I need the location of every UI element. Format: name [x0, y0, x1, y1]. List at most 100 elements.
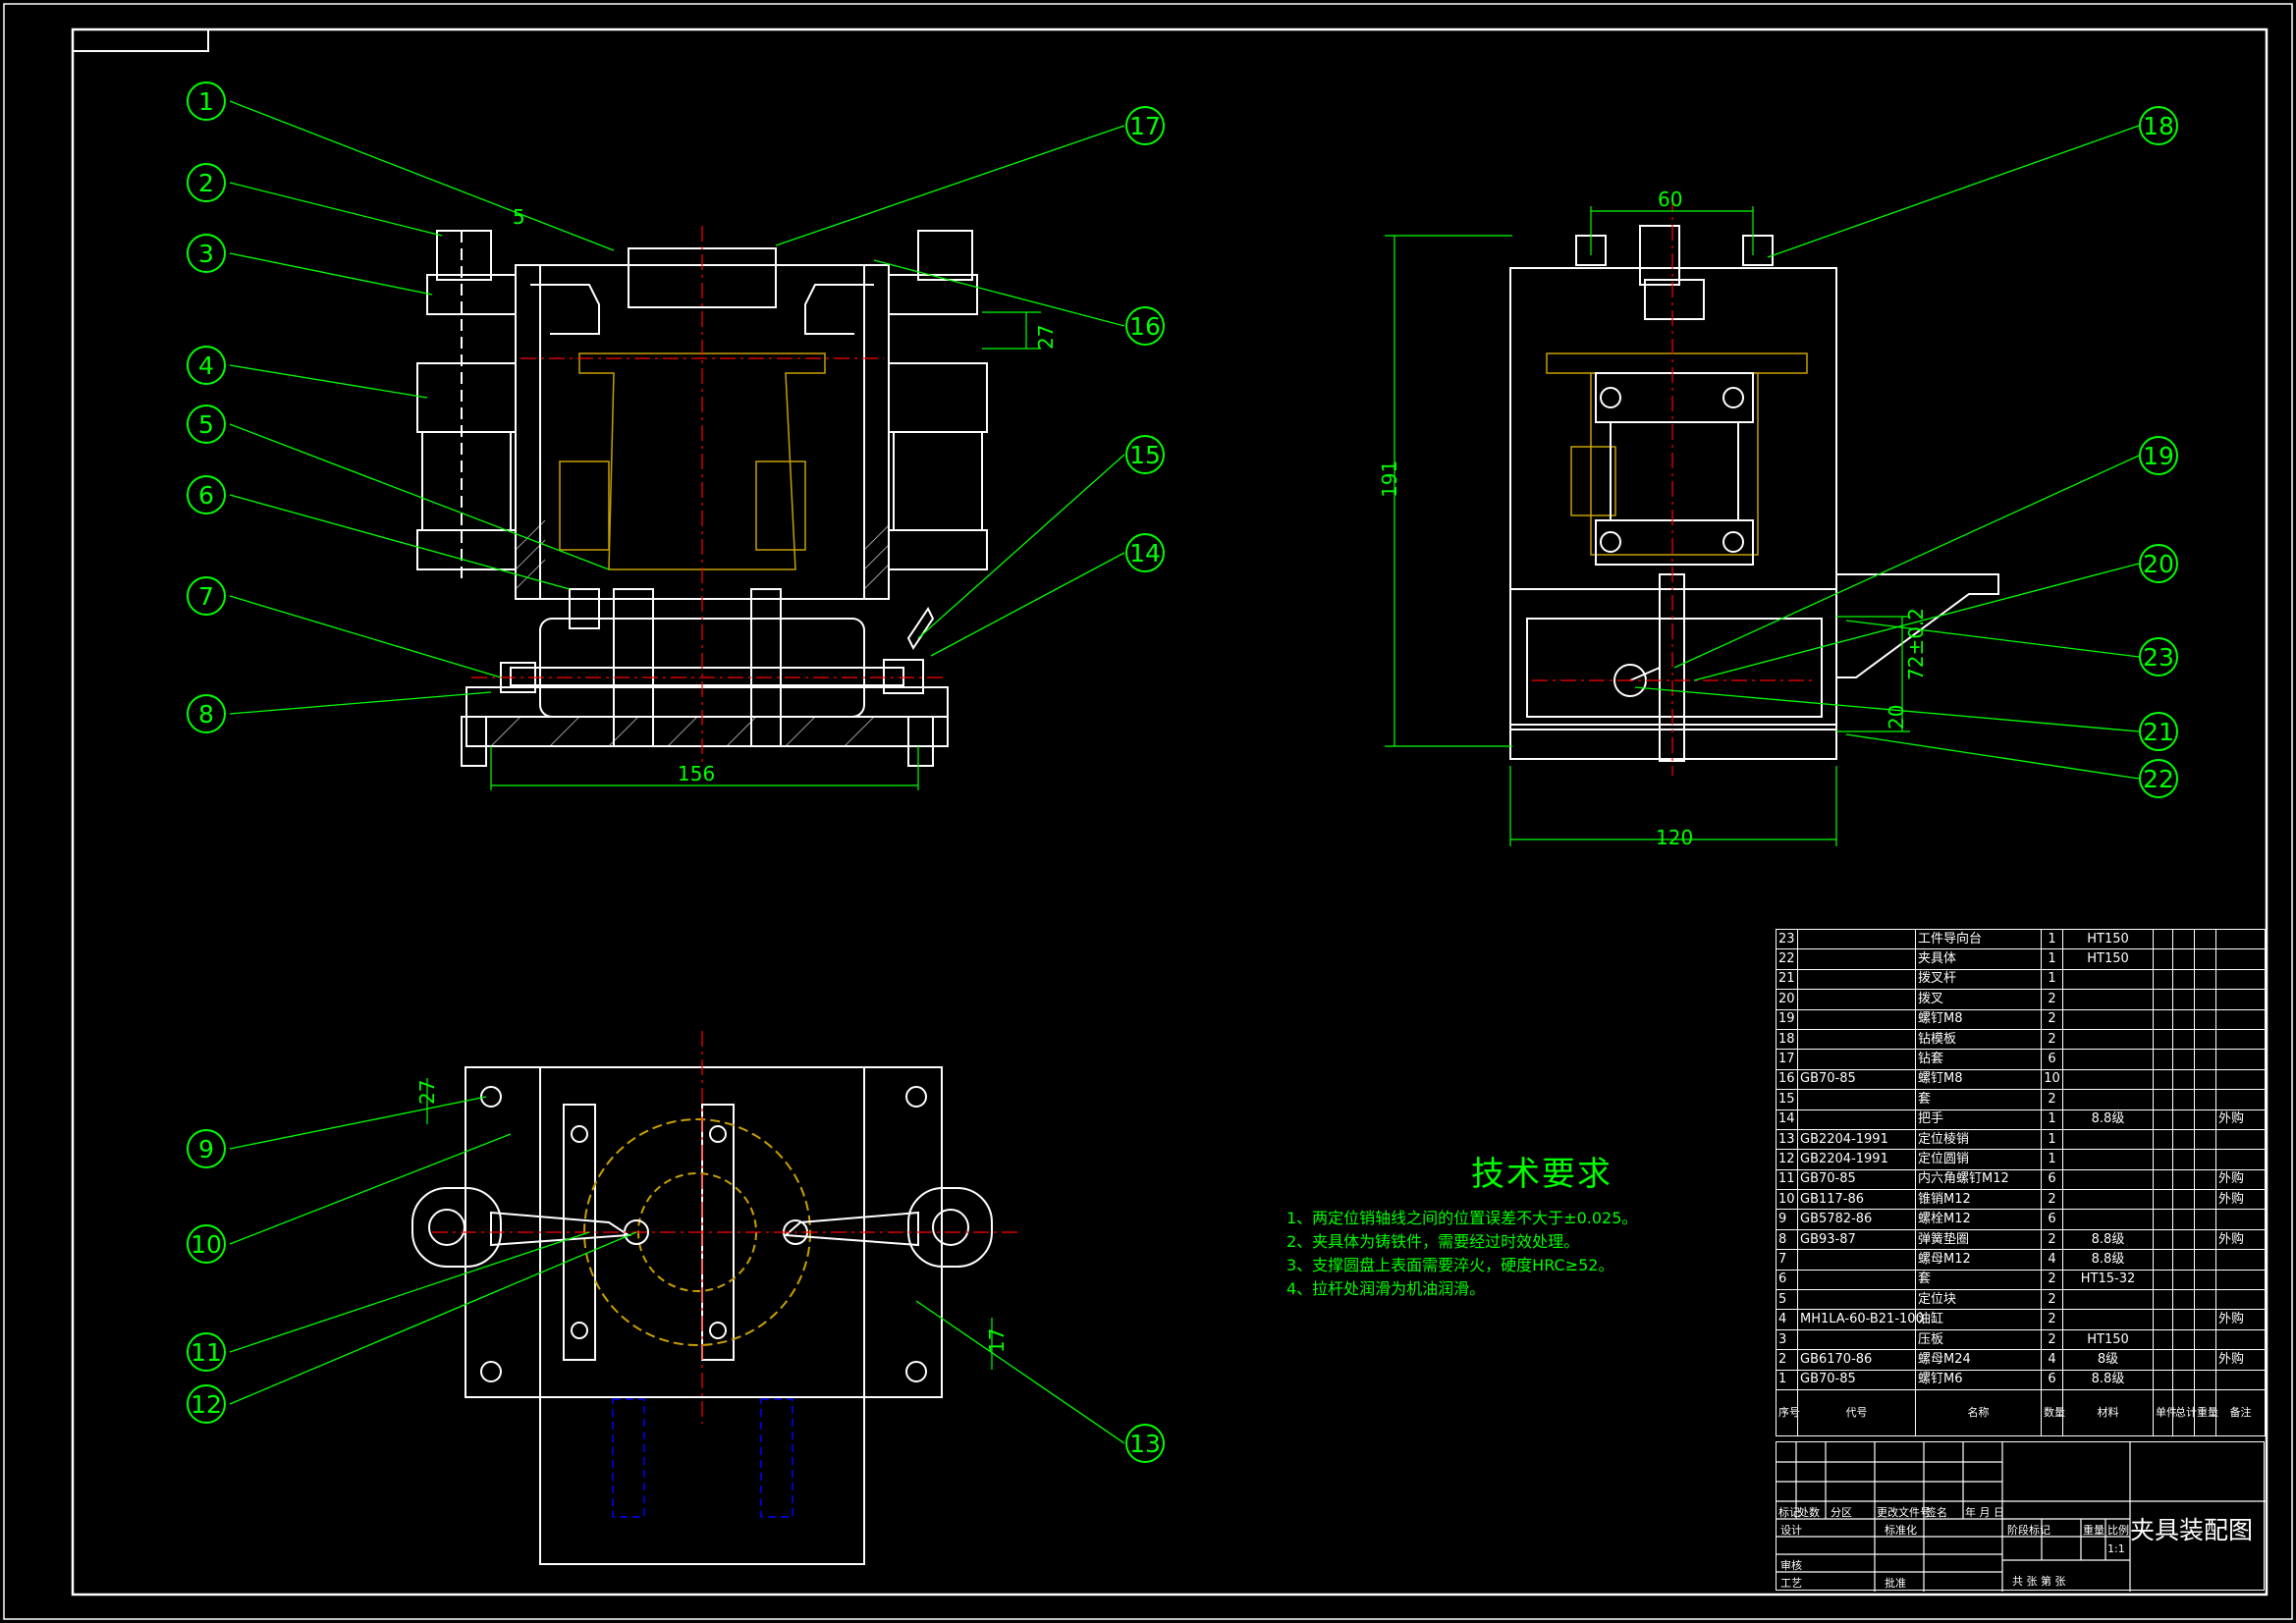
dimension-texts: 156 27 5 60 191 120 72±0.2 20 27 17 — [415, 188, 1928, 1353]
side-view-cylinder — [1595, 372, 1754, 566]
tb-craft: 工艺 — [1780, 1577, 1802, 1590]
bom-cell-empty — [2172, 1049, 2195, 1070]
tech-line-2: 2、夹具体为铸铁件，需要经过时效处理。 — [1286, 1232, 1580, 1251]
bom-cell-note — [2215, 1209, 2266, 1230]
bom-cell-qty: 6 — [2041, 1369, 2063, 1390]
bom-cell-note — [2215, 1249, 2266, 1271]
bom-header-single: 单件 — [2153, 1388, 2177, 1436]
bom-cell-empty — [2172, 1068, 2195, 1091]
bom-cell-mat — [2062, 1008, 2154, 1030]
tb-scale: 比例 — [2107, 1524, 2129, 1537]
bom-cell-note — [2215, 1149, 2266, 1170]
bom-cell-empty — [2194, 1189, 2216, 1211]
tb-scale-value: 1:1 — [2107, 1542, 2125, 1555]
bom-cell-no: 18 — [1776, 1028, 1798, 1051]
bom-cell-mat: 8级 — [2062, 1349, 2154, 1371]
bom-header-qty: 数量 — [2041, 1388, 2065, 1436]
tech-line-3: 3、支撑圆盘上表面需要淬火，硬度HRC≥52。 — [1286, 1256, 1614, 1274]
bom-cell-code: GB2204-1991 — [1797, 1149, 1916, 1170]
tb-weight: 重量 — [2083, 1524, 2105, 1537]
bom-cell-empty — [2194, 1049, 2216, 1070]
bom-cell-code — [1797, 989, 1916, 1010]
balloon-13: 13 — [1129, 1430, 1161, 1458]
balloon-12: 12 — [191, 1390, 222, 1419]
dim-27-front: 27 — [1034, 325, 1058, 350]
bom-cell-name: 螺钉M8 — [1915, 1068, 2042, 1091]
front-view-hatch — [490, 519, 890, 747]
bom-cell-empty — [2172, 1309, 2195, 1330]
bom-cell-empty — [2153, 968, 2173, 991]
bom-cell-name: 定位圆销 — [1915, 1149, 2042, 1170]
bom-cell-no: 8 — [1776, 1228, 1798, 1251]
bom-cell-name: 套 — [1915, 1089, 2042, 1110]
bom-cell-qty: 4 — [2041, 1349, 2063, 1371]
bom-cell-no: 16 — [1776, 1068, 1798, 1091]
bom-cell-qty: 1 — [2041, 948, 2063, 970]
bom-cell-mat — [2062, 1289, 2154, 1311]
bom-cell-name: 套 — [1915, 1269, 2042, 1291]
bom-cell-empty — [2172, 1128, 2195, 1151]
bom-cell-code: GB70-85 — [1797, 1369, 1916, 1390]
bom-cell-empty — [2172, 1369, 2195, 1390]
bom-cell-note — [2215, 989, 2266, 1010]
bom-cell-name: 螺钉M6 — [1915, 1369, 2042, 1390]
tb-stage: 阶段标记 — [2007, 1524, 2050, 1537]
bom-cell-empty — [2153, 948, 2173, 970]
bom-cell-empty — [2194, 1068, 2216, 1091]
tb-mark: 标记 — [1778, 1506, 1800, 1519]
dim-72: 72±0.2 — [1904, 608, 1928, 680]
bom-cell-empty — [2194, 1328, 2216, 1351]
dim-156: 156 — [678, 762, 715, 785]
bom-cell-mat: 8.8级 — [2062, 1228, 2154, 1251]
bom-cell-qty: 2 — [2041, 1028, 2063, 1051]
top-view-centerlines — [432, 1031, 1021, 1424]
balloon-3: 3 — [198, 240, 214, 268]
bom-cell-name: 钻模板 — [1915, 1028, 2042, 1051]
bom-cell-mat: HT150 — [2062, 1328, 2154, 1351]
bom-cell-no: 4 — [1776, 1309, 1798, 1330]
balloon-11: 11 — [191, 1338, 222, 1367]
bom-cell-note: 外购 — [2215, 1309, 2266, 1330]
bom-cell-no: 15 — [1776, 1089, 1798, 1110]
bom-cell-code — [1797, 1269, 1916, 1291]
bom-cell-empty — [2194, 1369, 2216, 1390]
bom-cell-empty — [2153, 1249, 2173, 1271]
bom-header-total: 总计 — [2172, 1388, 2197, 1436]
bom-cell-empty — [2153, 1028, 2173, 1051]
bom-cell-code — [1797, 948, 1916, 970]
bom-cell-note — [2215, 928, 2266, 950]
bom-cell-empty — [2153, 1349, 2173, 1371]
balloon-16: 16 — [1129, 312, 1161, 341]
bom-cell-name: 螺母M24 — [1915, 1349, 2042, 1371]
dim-120: 120 — [1656, 826, 1693, 849]
bom-cell-empty — [2153, 1289, 2173, 1311]
balloon-10: 10 — [191, 1230, 222, 1259]
front-view-centerlines — [471, 226, 943, 766]
balloon-4: 4 — [198, 352, 214, 380]
bom-cell-no: 11 — [1776, 1168, 1798, 1191]
bom-cell-code: MH1LA-60-B21-100 — [1797, 1309, 1924, 1330]
bom-cell-name: 螺栓M12 — [1915, 1209, 2042, 1230]
bom-cell-empty — [2172, 989, 2195, 1010]
bom-cell-code — [1797, 928, 1916, 950]
bom-cell-no: 10 — [1776, 1189, 1798, 1211]
bom-cell-mat: 8.8级 — [2062, 1249, 2154, 1271]
bom-cell-code — [1797, 1008, 1916, 1030]
bom-cell-mat — [2062, 1189, 2154, 1211]
bom-cell-no: 7 — [1776, 1249, 1798, 1271]
bom-cell-mat — [2062, 1128, 2154, 1151]
balloon-5: 5 — [198, 410, 214, 439]
side-view — [1509, 225, 1999, 762]
bom-cell-code: GB5782-86 — [1797, 1209, 1916, 1230]
bom-cell-note: 外购 — [2215, 1109, 2266, 1130]
bom-cell-empty — [2194, 1149, 2216, 1170]
bom-cell-note — [2215, 1369, 2266, 1390]
tech-line-4: 4、拉杆处润滑为机油润滑。 — [1286, 1279, 1486, 1298]
bom-cell-code — [1797, 1249, 1916, 1271]
